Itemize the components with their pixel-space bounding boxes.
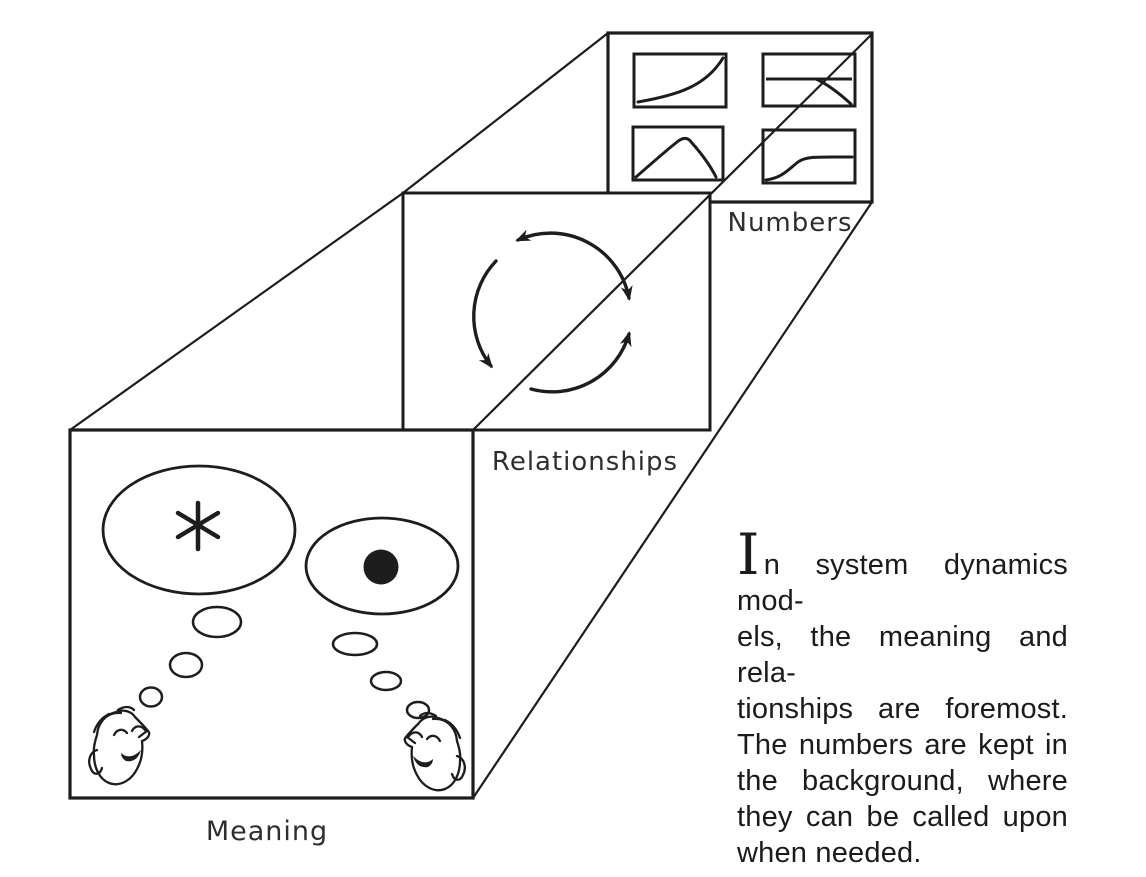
thought-bubble: [304, 516, 460, 616]
meaning-label: Meaning: [206, 816, 328, 847]
edge-top-left: [68, 31, 610, 432]
bubble-trail: [138, 686, 164, 708]
meaning-panel: [68, 428, 475, 800]
relationships-label: Relationships: [492, 447, 678, 477]
exponential-growth-graph-icon: [632, 52, 728, 109]
relationships-panel-frame: [401, 191, 712, 432]
caption-text: n system dynamics mod-: [737, 549, 1068, 617]
thought-bubble-dot-icon: [304, 516, 460, 720]
caption-line: the background, where: [737, 765, 1068, 797]
perspective-edges: [68, 31, 874, 800]
bubble-trail: [168, 651, 204, 679]
bubble-trail: [405, 700, 431, 720]
numbers-panel: [606, 31, 874, 204]
relationships-panel: [401, 191, 712, 432]
thought-bubble-asterisk-icon: [101, 464, 297, 708]
caption-line: they can be called upon: [737, 801, 1068, 833]
bubble-trail: [331, 631, 379, 657]
thought-bubble: [101, 464, 297, 596]
edge-bottom-right: [471, 200, 874, 800]
bubble-trail: [191, 605, 243, 639]
caption-line: els, the meaning and rela-: [737, 621, 1068, 689]
s-curve: [764, 155, 854, 182]
edge-top-right: [471, 32, 874, 432]
overshoot-collapse-graph-icon: [631, 125, 725, 182]
plateau-decline-graph-icon: [761, 52, 857, 108]
s-curve-growth-graph-icon: [761, 128, 857, 185]
caption-line: tionships are foremost.: [737, 693, 1068, 725]
decline-curve: [814, 77, 853, 106]
feedback-arc-left: [472, 259, 498, 369]
feedback-arc-bottom: [529, 331, 632, 394]
caption-line: The numbers are kept in: [737, 729, 1068, 761]
peak-curve: [634, 136, 718, 179]
exponential-curve: [636, 56, 725, 104]
caption-line: when needed.: [737, 837, 922, 869]
bubble-trail: [369, 670, 403, 692]
asterisk-symbol: [175, 500, 221, 552]
graph-box: [632, 52, 728, 109]
numbers-label: Numbers: [728, 208, 853, 238]
graph-box: [631, 125, 725, 182]
dot-symbol: [363, 549, 399, 585]
caption-dropcap: I: [737, 522, 760, 588]
